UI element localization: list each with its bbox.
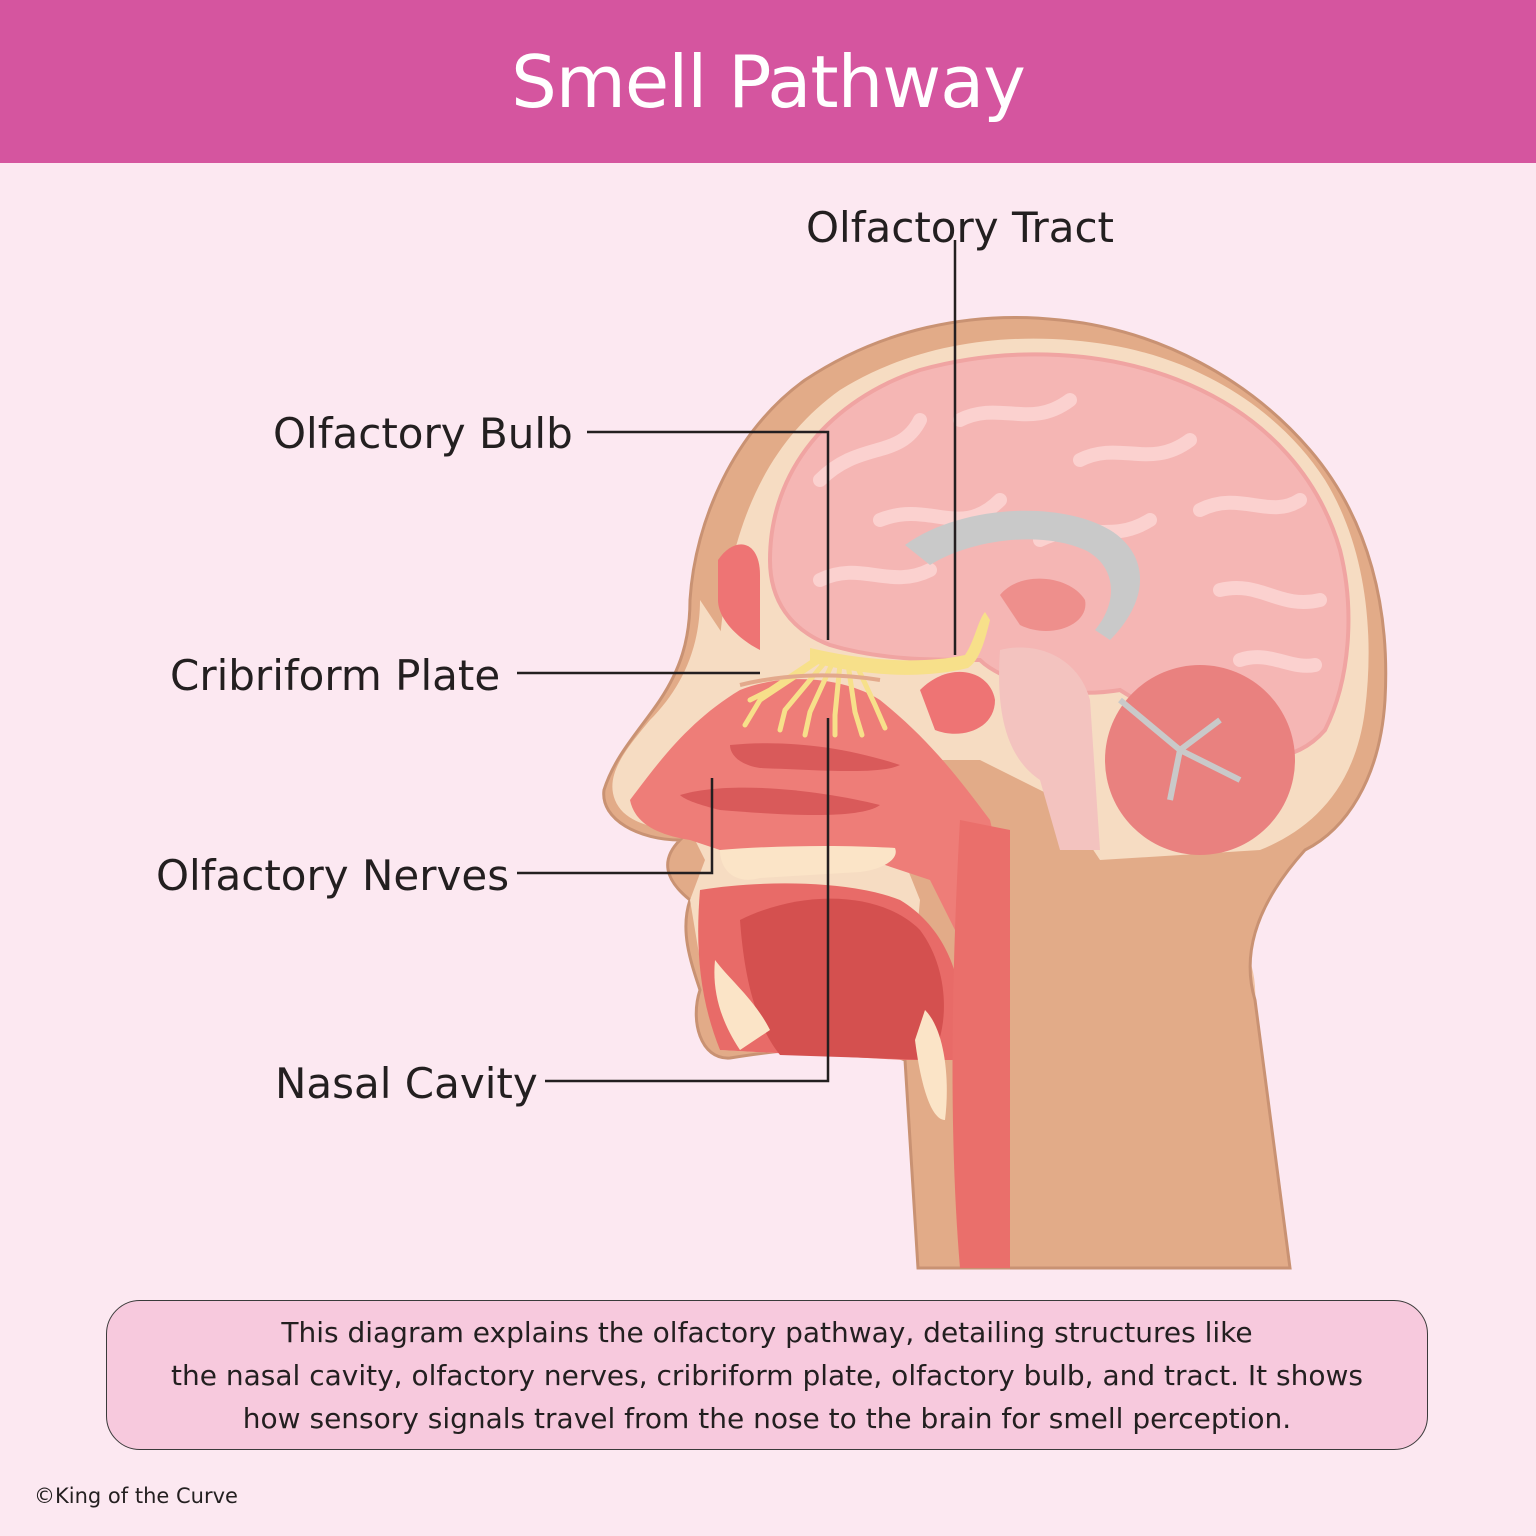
copyright-text: ©King of the Curve bbox=[34, 1484, 238, 1508]
olfactory-tract bbox=[810, 612, 990, 675]
brainstem bbox=[999, 647, 1100, 850]
caption-line-1: This diagram explains the olfactory path… bbox=[281, 1315, 1253, 1349]
pharynx bbox=[952, 820, 1010, 1268]
leader-lines bbox=[517, 240, 957, 1083]
frontal-sinus bbox=[718, 544, 760, 650]
turbinate-upper bbox=[730, 743, 900, 772]
cerebellum-tree bbox=[1118, 697, 1242, 801]
tongue bbox=[740, 898, 944, 1060]
title-banner: Smell Pathway bbox=[0, 0, 1536, 163]
sphenoid bbox=[920, 671, 995, 734]
lower-teeth bbox=[714, 960, 770, 1050]
label-olfactory-tract: Olfactory Tract bbox=[806, 203, 1115, 252]
leader-nasal-cavity bbox=[545, 718, 830, 1083]
corpus-callosum bbox=[905, 510, 1140, 640]
caption-line-3: how sensory signals travel from the nose… bbox=[242, 1401, 1292, 1435]
brain bbox=[767, 352, 1351, 760]
cribriform-plate-line bbox=[739, 673, 881, 687]
leader-olfactory-nerves bbox=[517, 778, 714, 875]
turbinate-middle bbox=[680, 787, 880, 815]
caption-box: This diagram explains the olfactory path… bbox=[106, 1300, 1428, 1450]
label-olfactory-nerves: Olfactory Nerves bbox=[156, 851, 510, 900]
airway bbox=[915, 1010, 947, 1120]
thalamus bbox=[1000, 578, 1086, 631]
label-olfactory-bulb: Olfactory Bulb bbox=[273, 409, 573, 458]
olfactory-nerve-fibers bbox=[742, 657, 888, 738]
page-title: Smell Pathway bbox=[511, 39, 1026, 124]
leader-olfactory-bulb bbox=[587, 430, 830, 640]
caption-line-2: the nasal cavity, olfactory nerves, crib… bbox=[171, 1358, 1363, 1392]
label-nasal-cavity: Nasal Cavity bbox=[275, 1059, 538, 1108]
label-cribriform-plate: Cribriform Plate bbox=[170, 651, 501, 700]
hard-palate bbox=[720, 845, 896, 880]
